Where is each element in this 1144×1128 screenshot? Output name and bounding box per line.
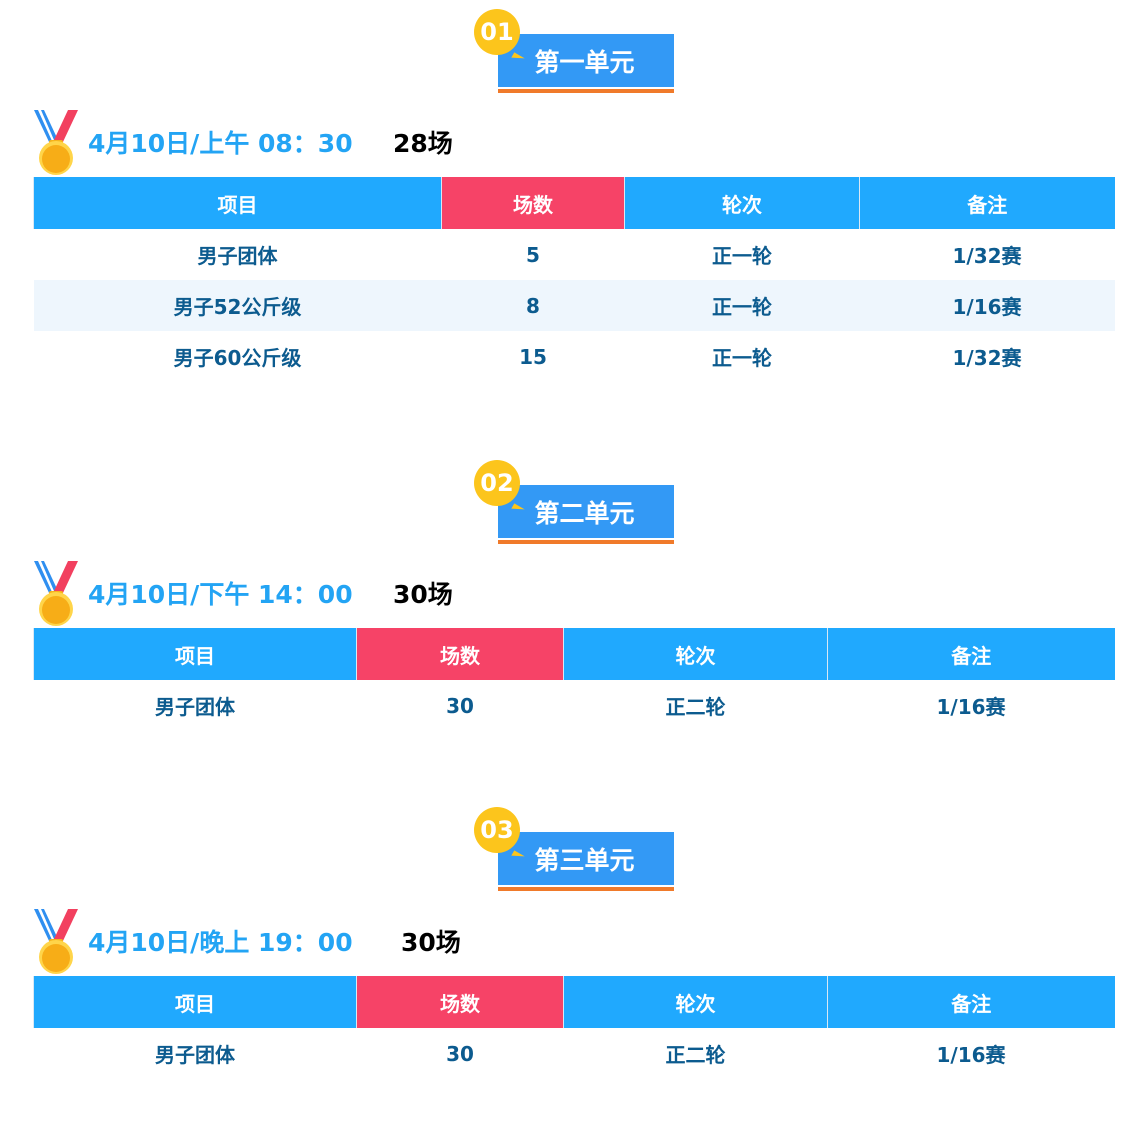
- table-cell: 1/16赛: [936, 695, 1006, 719]
- table-row: 男子团体 30 正二轮 1/16赛: [34, 680, 1115, 731]
- column-header: 项目: [33, 976, 357, 1028]
- table-cell: 男子团体: [197, 244, 278, 268]
- table-cell: 正一轮: [624, 280, 860, 331]
- column-header: 轮次: [624, 177, 860, 229]
- medal-icon: [32, 909, 80, 975]
- table-row: 男子团体 5 正一轮 1/32赛: [34, 229, 1115, 280]
- table-cell: 男子52公斤级: [33, 280, 442, 331]
- section-number: 01: [474, 9, 520, 55]
- table-cell: 正二轮: [665, 1043, 726, 1067]
- table-cell: 1/16赛: [936, 1043, 1006, 1067]
- column-header: 备注: [827, 976, 1115, 1028]
- column-header: 备注: [859, 177, 1115, 229]
- table-cell: 正一轮: [712, 244, 772, 268]
- section-number: 02: [474, 460, 520, 506]
- column-header: 场数: [356, 628, 564, 680]
- match-count: 30场: [401, 928, 461, 957]
- table-cell: 男子团体: [155, 1043, 235, 1067]
- table-row: 男子60公斤级 15 正一轮 1/32赛: [34, 331, 1115, 382]
- table-cell: 男子60公斤级: [173, 346, 302, 370]
- section-badge: 第二单元: [498, 485, 674, 538]
- column-header: 轮次: [563, 976, 828, 1028]
- section-underline: [498, 89, 674, 93]
- table-row: 男子团体 30 正二轮 1/16赛: [34, 1028, 1115, 1079]
- match-count: 28场: [393, 129, 453, 158]
- table-header: 项目场数轮次备注: [33, 628, 1115, 680]
- section-underline: [498, 887, 674, 891]
- table-cell: 男子团体: [155, 695, 235, 719]
- column-header: 场数: [356, 976, 564, 1028]
- table-cell: 30: [446, 693, 474, 718]
- section-title: 第一单元: [534, 47, 635, 77]
- column-header: 项目: [33, 628, 357, 680]
- table-cell: 1/32赛: [952, 346, 1022, 370]
- column-header: 场数: [441, 177, 625, 229]
- medal-icon: [32, 561, 80, 627]
- column-header: 备注: [827, 628, 1115, 680]
- section-number: 03: [474, 807, 520, 853]
- table-cell: 1/32赛: [952, 244, 1022, 268]
- session-time: 4月10日/上午 08：30: [88, 129, 353, 158]
- session-time: 4月10日/晚上 19：00: [88, 928, 353, 957]
- section-badge: 第一单元: [498, 34, 674, 87]
- session-time: 4月10日/下午 14：00: [88, 580, 353, 609]
- table-cell: 5: [526, 242, 540, 267]
- column-header: 轮次: [563, 628, 828, 680]
- table-cell: 正二轮: [665, 695, 726, 719]
- table-cell: 正一轮: [712, 346, 772, 370]
- schedule-table: 项目场数轮次备注男子团体 30 正二轮 1/16赛: [33, 976, 1115, 1079]
- column-header: 项目: [33, 177, 442, 229]
- section-underline: [498, 540, 674, 544]
- table-cell: 1/16赛: [859, 280, 1115, 331]
- table-header: 项目场数轮次备注: [33, 177, 1115, 229]
- section-badge: 第三单元: [498, 832, 674, 885]
- medal-icon: [32, 110, 80, 176]
- section-title: 第二单元: [534, 498, 635, 528]
- table-cell: 30: [446, 1041, 474, 1066]
- table-cell: 15: [519, 344, 547, 369]
- match-count: 30场: [393, 580, 453, 609]
- table-cell: 8: [441, 280, 625, 331]
- section-title: 第三单元: [534, 845, 635, 875]
- table-header: 项目场数轮次备注: [33, 976, 1115, 1028]
- schedule-table: 项目场数轮次备注男子团体 30 正二轮 1/16赛: [33, 628, 1115, 731]
